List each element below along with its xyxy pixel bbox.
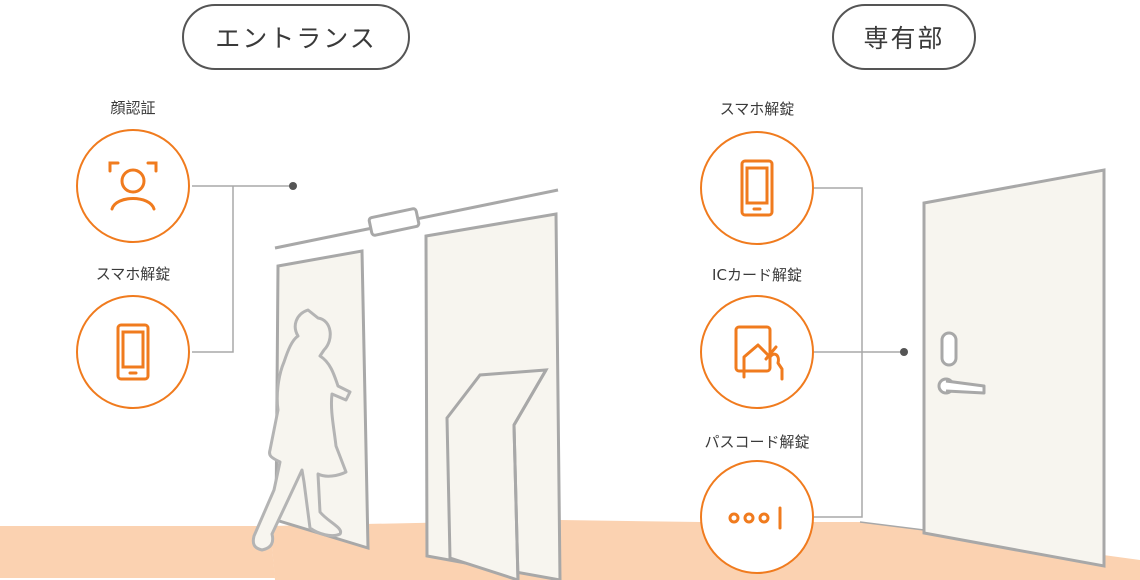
ic-card-method (700, 295, 814, 409)
connector-line (192, 186, 234, 353)
person-silhouette (251, 308, 352, 552)
door-handle (945, 379, 986, 395)
private-area-title: 専有部 (832, 4, 976, 70)
floor-edge (859, 521, 925, 531)
floor (0, 526, 275, 578)
door-closer (367, 207, 421, 237)
passcode-method (700, 460, 814, 574)
connector-dot (900, 348, 908, 356)
face-recognition-label: 顔認証 (110, 99, 156, 117)
ic-card-label: ICカード解錠 (712, 266, 802, 284)
face-recognition-icon (108, 161, 158, 211)
door-key-panel (940, 331, 958, 367)
private-smartphone-method (700, 131, 814, 245)
face-recognition-method (76, 129, 190, 243)
private-door (922, 168, 1106, 568)
entrance-smartphone-method (76, 295, 190, 409)
private-smartphone-label: スマホ解錠 (719, 100, 795, 118)
passcode-label: パスコード解錠 (704, 433, 810, 451)
smartphone-icon (740, 159, 774, 217)
connector-dot (289, 182, 297, 190)
kiosk-edge (512, 424, 520, 580)
entrance-title: エントランス (182, 4, 410, 70)
kiosk-edge (512, 369, 548, 426)
passcode-icon (728, 506, 782, 530)
entrance-smartphone-label: スマホ解錠 (95, 265, 171, 283)
smartphone-icon (116, 323, 150, 381)
ic-card-icon (734, 325, 784, 381)
